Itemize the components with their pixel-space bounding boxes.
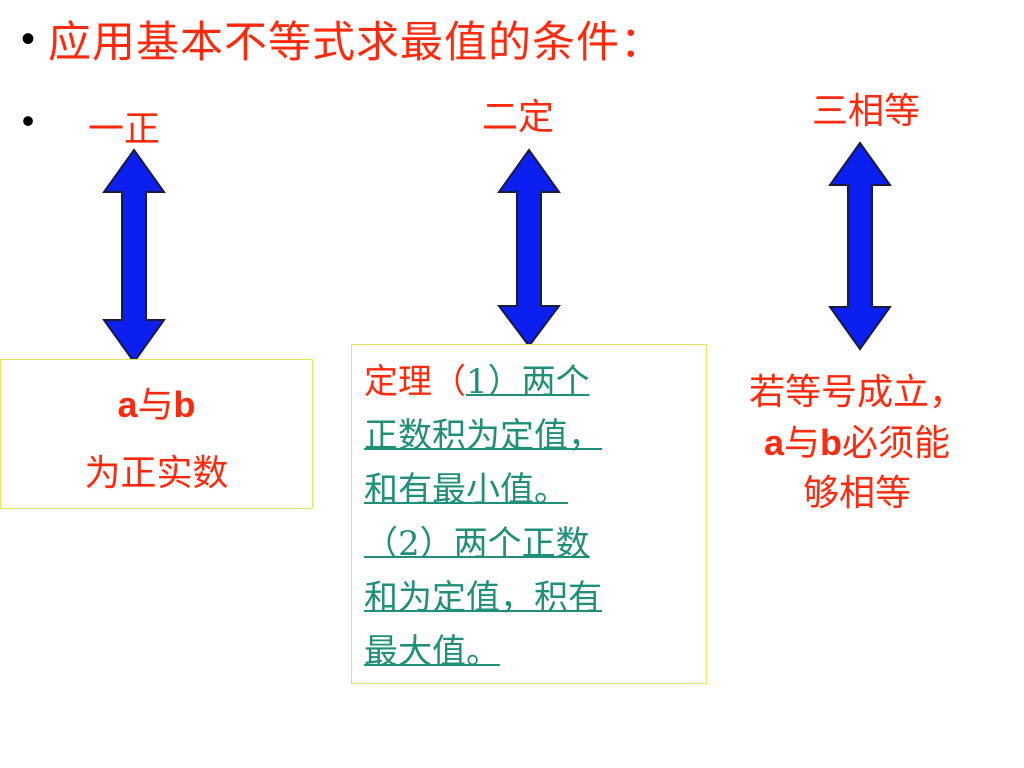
theorem-link-line3[interactable]: 和有最小值。 bbox=[364, 470, 568, 510]
word-with: 与 bbox=[137, 385, 174, 426]
cond3-word-with: 与 bbox=[784, 423, 821, 464]
title-row: • 应用基本不等式求最值的条件： bbox=[8, 4, 664, 74]
theorem-link-line4[interactable]: （2）两个正数 bbox=[364, 524, 590, 564]
cond3-line3: 够相等 bbox=[802, 473, 911, 514]
condition-box-positive: a与b 为正实数 bbox=[0, 359, 313, 509]
cond3-line2: a与b必须能 bbox=[722, 418, 992, 469]
box1-line1: a与b bbox=[1, 376, 312, 428]
box1-line2: 为正实数 bbox=[84, 453, 229, 494]
second-bullet: • bbox=[21, 100, 35, 141]
label-second-condition: 二定 bbox=[482, 97, 555, 138]
var-b: b bbox=[173, 384, 196, 425]
title-bullet: • bbox=[20, 16, 35, 61]
theorem-link-line2[interactable]: 正数积为定值， bbox=[364, 416, 602, 456]
label-third-condition: 三相等 bbox=[812, 91, 921, 132]
slide-title: 应用基本不等式求最值的条件： bbox=[48, 18, 664, 68]
cond3-line2-rest: 必须能 bbox=[842, 423, 951, 464]
label-first-condition: 一正 bbox=[88, 109, 161, 150]
double-arrow-third bbox=[828, 141, 892, 351]
double-arrow-second bbox=[497, 148, 561, 348]
theorem-link-line1[interactable]: 1）两个 bbox=[466, 362, 590, 402]
cond3-var-a: a bbox=[763, 422, 784, 463]
theorem-prefix: 定理（ bbox=[364, 362, 466, 402]
theorem-link-line5[interactable]: 和为定值，积有 bbox=[364, 578, 602, 618]
theorem-box: 定理（1）两个 正数积为定值， 和有最小值。 （2）两个正数 和为定值，积有 最… bbox=[351, 344, 707, 684]
cond3-line1: 若等号成立， bbox=[748, 372, 965, 413]
theorem-link-line6[interactable]: 最大值。 bbox=[364, 632, 500, 672]
cond3-var-b: b bbox=[820, 422, 843, 463]
theorem-text: 定理（1）两个 正数积为定值， 和有最小值。 （2）两个正数 和为定值，积有 最… bbox=[364, 355, 694, 679]
condition-equality-text: 若等号成立， a与b必须能 够相等 bbox=[722, 368, 992, 519]
var-a: a bbox=[117, 384, 138, 425]
double-arrow-first bbox=[102, 148, 166, 364]
